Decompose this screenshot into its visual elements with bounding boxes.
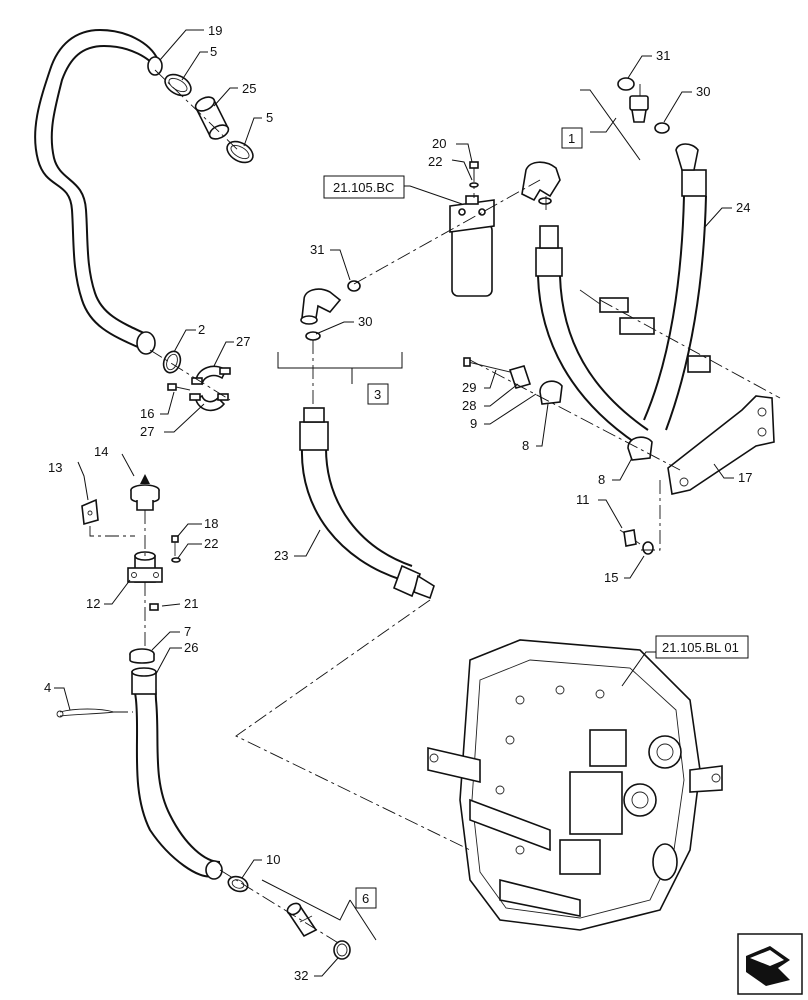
- ref-box-filter[interactable]: 21.105.BC: [323, 175, 405, 199]
- ref-transmission-label[interactable]: 21.105.BL 01: [662, 640, 739, 655]
- label-14: 14: [94, 444, 108, 459]
- hose-24: [643, 143, 707, 431]
- leader-lines: [54, 29, 734, 977]
- transmission-assembly: [427, 639, 723, 931]
- elbow-fitting-upper: [521, 161, 561, 205]
- clamp-10: [227, 875, 249, 893]
- hose-connector-25: [194, 96, 230, 140]
- clamp-9: [539, 380, 563, 405]
- bolt-29: [463, 357, 511, 373]
- breather-cap-14: [130, 474, 160, 511]
- label-26: 26: [184, 640, 198, 655]
- lower-hose-26: [131, 667, 223, 880]
- clamp-8: [627, 436, 653, 461]
- clamp-7: [129, 648, 155, 664]
- callout-6-label: 6: [362, 891, 369, 906]
- label-22-left: 22: [204, 536, 218, 551]
- bracket-13: [81, 498, 99, 526]
- label-30-center: 30: [358, 314, 372, 329]
- washer-22-left: [171, 557, 181, 563]
- label-11: 11: [576, 492, 590, 507]
- hose-upper-center: [535, 225, 649, 447]
- bolt-11: [619, 529, 641, 547]
- label-32: 32: [294, 968, 308, 983]
- label-27-lower: 27: [140, 424, 154, 439]
- hose-23: [299, 407, 435, 600]
- upper-hose-19: [34, 28, 163, 355]
- filter-21-105-bc: [449, 195, 495, 297]
- label-16: 16: [140, 406, 154, 421]
- label-4: 4: [44, 680, 51, 695]
- callout-box-1: 1: [561, 127, 583, 149]
- nut-21: [149, 603, 159, 611]
- washer-15: [642, 541, 654, 555]
- hose-clamp-5-upper: [164, 73, 192, 97]
- fitting-6: [286, 902, 318, 938]
- oring-2: [162, 350, 182, 374]
- oring-31-center: [347, 280, 361, 292]
- label-22-center: 22: [428, 154, 442, 169]
- label-12: 12: [86, 596, 100, 611]
- ref-filter-label[interactable]: 21.105.BC: [333, 180, 394, 195]
- label-23: 23: [274, 548, 288, 563]
- label-31-center: 31: [310, 242, 324, 257]
- elbow-fitting-center: [300, 288, 342, 325]
- fitting-1: [629, 95, 649, 123]
- clamp-half-27-upper: [191, 365, 231, 386]
- callout-box-3: 3: [367, 383, 389, 405]
- label-31-right: 31: [656, 48, 670, 63]
- ref-box-transmission[interactable]: 21.105.BL 01: [655, 635, 749, 659]
- fitting-12: [127, 551, 163, 583]
- label-27-upper: 27: [236, 334, 250, 349]
- oring-30-right: [654, 122, 670, 134]
- label-25: 25: [242, 81, 256, 96]
- label-20: 20: [432, 136, 446, 151]
- label-5-upper: 5: [210, 44, 217, 59]
- label-29: 29: [462, 380, 476, 395]
- bolt-16: [167, 383, 191, 391]
- label-24: 24: [736, 200, 750, 215]
- label-28: 28: [462, 398, 476, 413]
- callout-3-label: 3: [374, 387, 381, 402]
- clamp-half-27-lower: [189, 393, 229, 412]
- direction-arrow-icon: [737, 933, 803, 995]
- assembly-lines: [89, 69, 781, 945]
- label-19: 19: [208, 23, 222, 38]
- label-8-lower: 8: [598, 472, 605, 487]
- callout-1-label: 1: [568, 131, 575, 146]
- label-17: 17: [738, 470, 752, 485]
- bracket-17: [667, 395, 775, 495]
- label-13: 13: [48, 460, 62, 475]
- label-18: 18: [204, 516, 218, 531]
- label-8-upper: 8: [522, 438, 529, 453]
- oring-31-right: [617, 77, 635, 91]
- oring-32: [333, 940, 351, 960]
- dipstick-4: [56, 708, 115, 718]
- label-30-right: 30: [696, 84, 710, 99]
- label-7: 7: [184, 624, 191, 639]
- label-15: 15: [604, 570, 618, 585]
- callout-box-6: 6: [355, 887, 377, 909]
- bolt-18: [171, 535, 179, 556]
- label-2: 2: [198, 322, 205, 337]
- label-10: 10: [266, 852, 280, 867]
- part-labels: 19 5 25 5 2 27 16 27 13 14 18 22 12 21 7…: [44, 23, 752, 983]
- label-21: 21: [184, 596, 198, 611]
- label-5-lower: 5: [266, 110, 273, 125]
- bracket-28: [508, 365, 532, 389]
- fitting-bracket-parts: [579, 289, 711, 373]
- label-9: 9: [470, 416, 477, 431]
